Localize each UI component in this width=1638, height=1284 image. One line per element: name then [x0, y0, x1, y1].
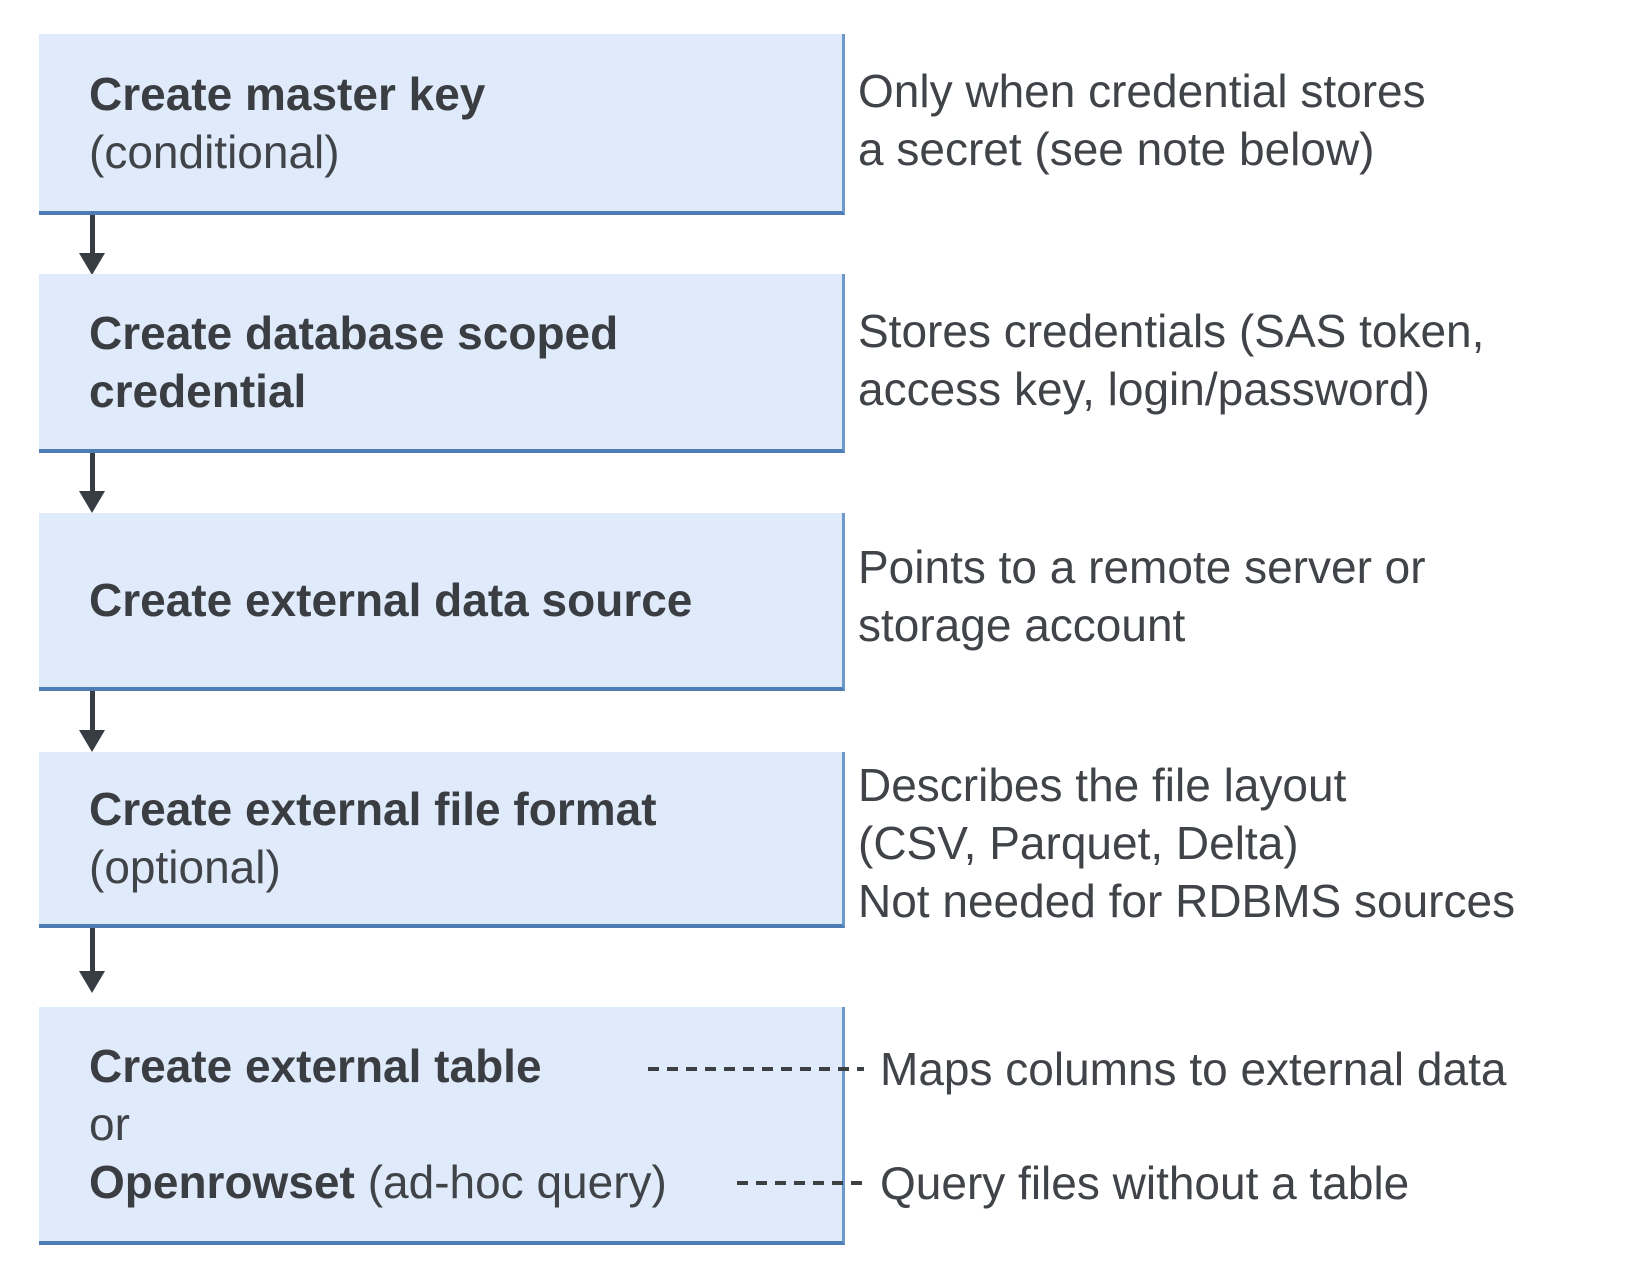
annotation-openrowset: Query files without a table	[880, 1154, 1409, 1212]
step-box-create-external-table-or-openrowset: Create external table or Openrowset(ad-h…	[39, 1007, 845, 1245]
step-qualifier: (optional)	[89, 841, 281, 893]
step-title: Create external file format	[89, 783, 657, 835]
step-box-create-master-key: Create master key (conditional)	[39, 34, 845, 215]
annotation-line: a secret (see note below)	[858, 123, 1375, 175]
step-alt-title: Openrowset	[89, 1156, 355, 1208]
down-arrow-icon	[79, 215, 105, 275]
annotation-line: Query files without a table	[880, 1157, 1410, 1209]
arrow-shaft	[89, 928, 95, 971]
down-arrow-icon	[79, 453, 105, 513]
step-box-create-external-data-source: Create external data source	[39, 513, 845, 691]
annotation-external-file-format: Describes the file layout (CSV, Parquet,…	[858, 756, 1515, 930]
annotation-external-data-source: Points to a remote server or storage acc…	[858, 538, 1426, 654]
arrow-shaft	[89, 691, 95, 730]
arrow-head	[79, 971, 105, 993]
down-arrow-icon	[79, 691, 105, 752]
step-qualifier: (conditional)	[89, 125, 340, 178]
arrow-shaft	[89, 215, 95, 253]
step-box-create-database-scoped-credential: Create database scoped credential	[39, 274, 845, 453]
step-title: Create master key	[89, 67, 486, 120]
dashed-connector-openrowset	[737, 1181, 864, 1185]
annotation-master-key: Only when credential stores a secret (se…	[858, 62, 1426, 178]
step-box-create-external-file-format: Create external file format (optional)	[39, 752, 845, 928]
arrow-head	[79, 491, 105, 513]
step-alt-line: Openrowset(ad-hoc query)	[89, 1153, 818, 1211]
arrow-head	[79, 730, 105, 752]
annotation-external-table: Maps columns to external data	[880, 1040, 1506, 1098]
step-title: Create external data source	[89, 574, 693, 626]
step-conjunction: or	[89, 1098, 130, 1150]
arrow-head	[79, 253, 105, 275]
annotation-database-scoped-credential: Stores credentials (SAS token, access ke…	[858, 302, 1484, 418]
annotation-line: Only when credential stores	[858, 65, 1426, 117]
annotation-line: Describes the file layout	[858, 759, 1347, 811]
step-title: Create database scoped credential	[89, 306, 619, 417]
annotation-line: Maps columns to external data	[880, 1043, 1507, 1095]
step-alt-qualifier: (ad-hoc query)	[367, 1156, 667, 1208]
annotation-line: (CSV, Parquet, Delta)	[858, 817, 1299, 869]
annotation-line: Not needed for RDBMS sources	[858, 875, 1516, 927]
arrow-shaft	[89, 453, 95, 491]
down-arrow-icon	[79, 928, 105, 993]
annotation-line: Points to a remote server or	[858, 541, 1426, 593]
step-title: Create external table	[89, 1040, 542, 1092]
annotation-line: Stores credentials (SAS token,	[858, 305, 1485, 357]
annotation-line: storage account	[858, 599, 1186, 651]
annotation-line: access key, login/password)	[858, 363, 1430, 415]
dashed-connector-external-table	[648, 1067, 864, 1071]
